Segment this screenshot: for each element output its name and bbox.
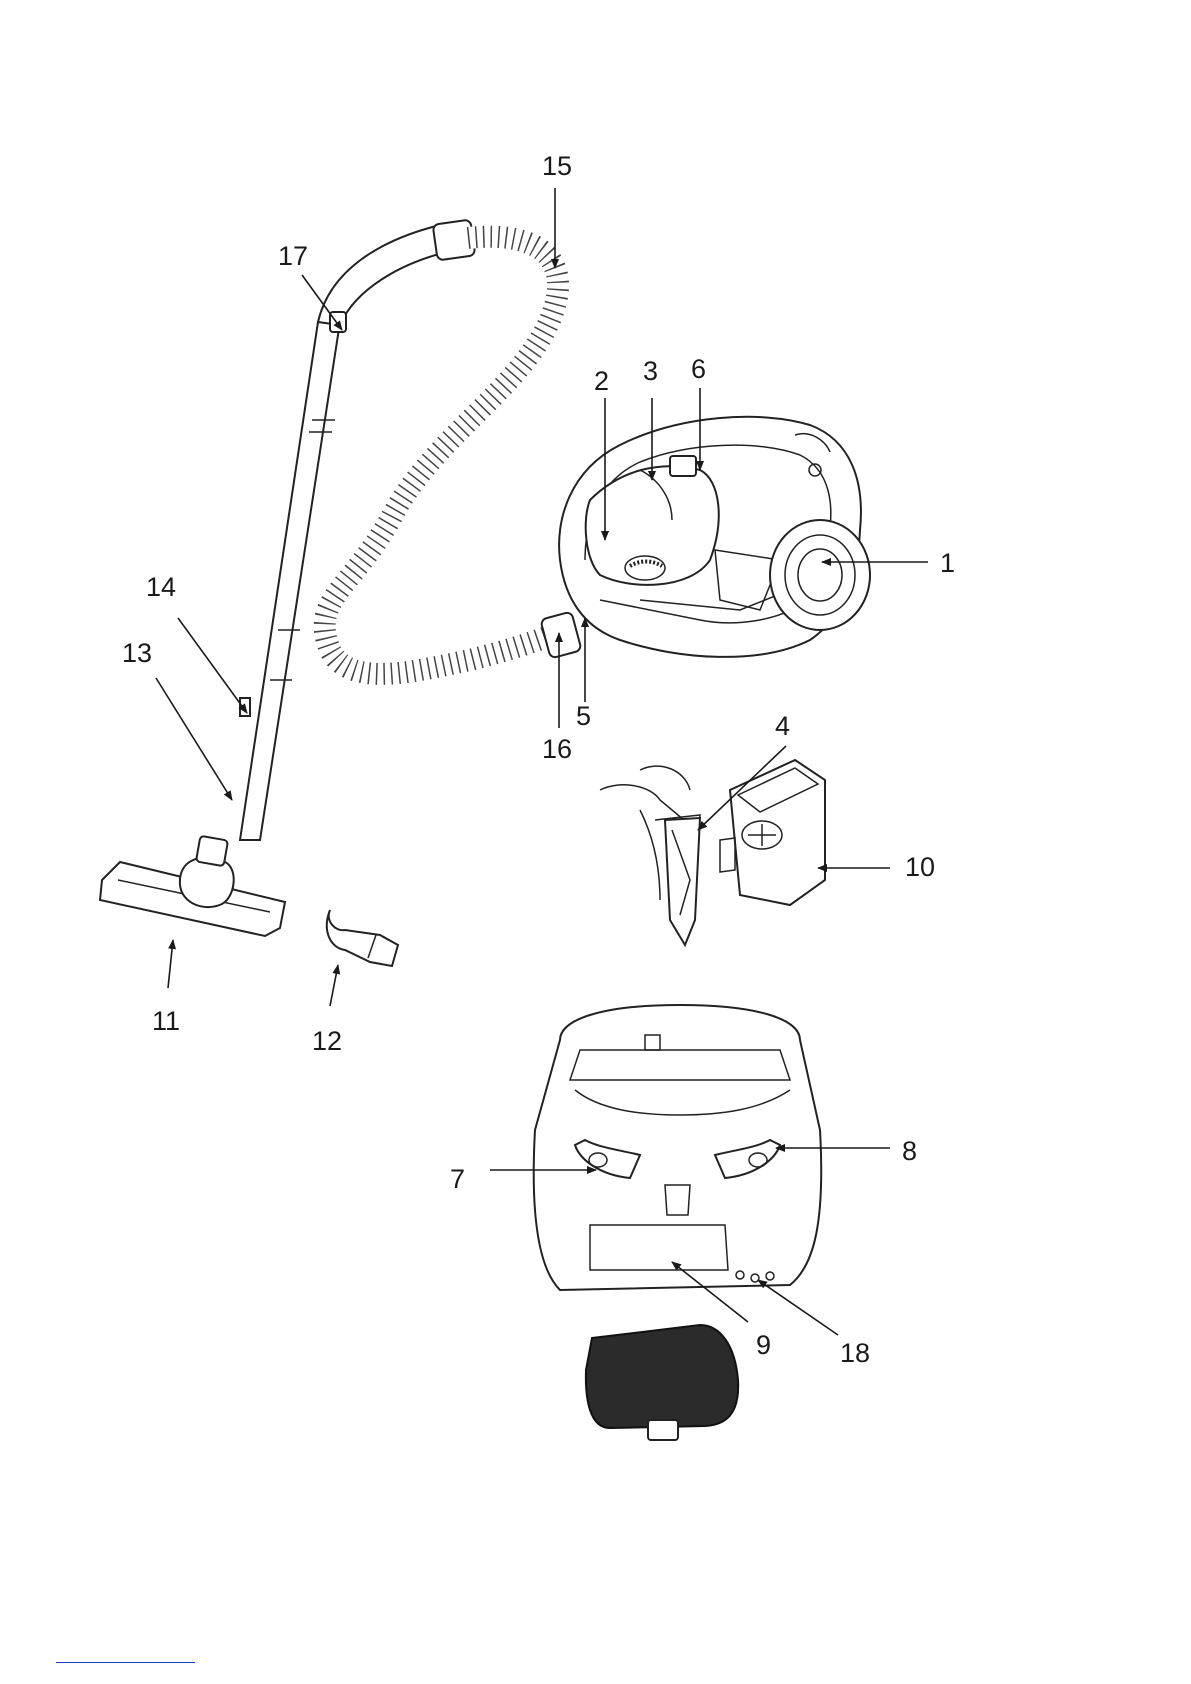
tube-lock-button [240, 698, 250, 716]
suction-regulator [330, 312, 346, 332]
callout-4: 4 [775, 711, 790, 741]
dust-bag-detail [600, 766, 700, 945]
callout-9: 9 [756, 1330, 771, 1360]
callout-7: 7 [450, 1164, 465, 1194]
exhaust-filter-cover [586, 1325, 738, 1428]
leader-11 [168, 940, 173, 988]
callout-15: 15 [542, 151, 572, 181]
hose-connector [540, 612, 581, 659]
leader-12 [330, 965, 338, 1006]
callout-18: 18 [840, 1338, 870, 1368]
callout-16: 16 [542, 734, 572, 764]
filter-cover-tab [648, 1420, 678, 1440]
callout-12: 12 [312, 1026, 342, 1056]
callout-5: 5 [576, 701, 591, 731]
floor-nozzle [100, 836, 285, 936]
telescopic-tube [240, 322, 340, 840]
callout-11: 11 [152, 1006, 180, 1036]
callout-3: 3 [643, 356, 658, 386]
dust-container [720, 760, 825, 905]
hose-handle [318, 220, 475, 332]
callout-2: 2 [594, 366, 609, 396]
callout-13: 13 [122, 638, 152, 668]
callout-6: 6 [691, 354, 706, 384]
leader-13 [156, 678, 232, 800]
callout-8: 8 [902, 1136, 917, 1166]
crevice-tool [327, 910, 398, 966]
footer-link-underline[interactable] [56, 1662, 195, 1663]
callout-1: 1 [940, 548, 955, 578]
leader-14 [178, 618, 247, 713]
callout-10: 10 [905, 852, 935, 882]
leader-18 [758, 1280, 838, 1335]
flexible-hose [325, 237, 582, 674]
callout-14: 14 [146, 572, 176, 602]
callout-17: 17 [278, 241, 308, 271]
